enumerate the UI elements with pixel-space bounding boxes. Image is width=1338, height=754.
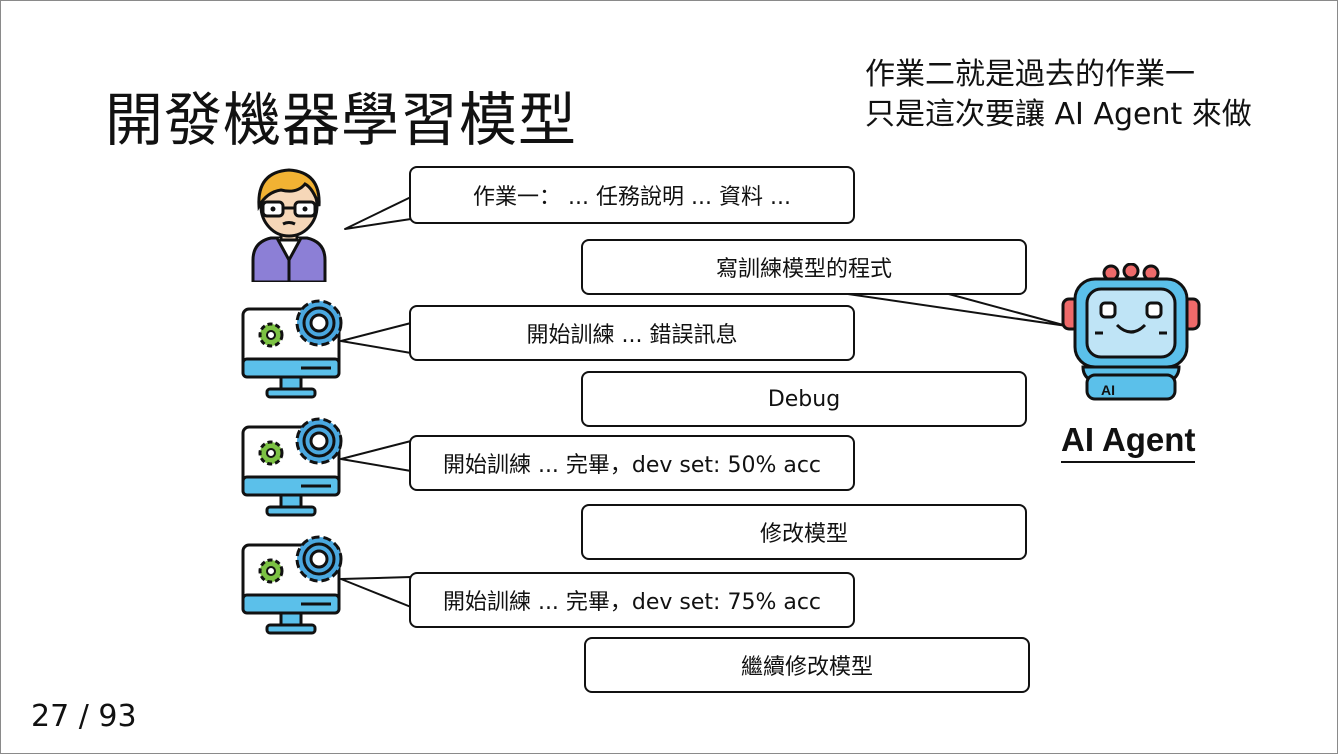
robot-chest-text: AI [1101,382,1115,398]
slide-note: 作業二就是過去的作業一 只是這次要讓 AI Agent 來做 [865,55,1252,135]
slide-title: 開發機器學習模型 [105,86,578,154]
computer-gears-icon [241,417,343,517]
student-icon [251,168,327,282]
bubble-debug: Debug [581,371,1027,427]
bubble-write-code: 寫訓練模型的程式 [581,239,1027,295]
bubble-continue: 繼續修改模型 [584,637,1030,693]
note-line-2: 只是這次要讓 AI Agent 來做 [865,97,1252,132]
note-line-1: 作業二就是過去的作業一 [865,57,1195,92]
computer-gears-icon [241,299,343,399]
agent-label: AI Agent [1061,421,1196,463]
bubble-modify: 修改模型 [581,504,1027,560]
bubble-homework: 作業一： ... 任務說明 ... 資料 ... [409,166,855,224]
computer-gears-icon [241,535,343,635]
page-number: 27 / 93 [31,699,137,734]
bubble-result-1: 開始訓練 ... 完畢，dev set: 50% acc [409,435,855,491]
robot-icon: AI [1061,263,1201,401]
bubble-result-2: 開始訓練 ... 完畢，dev set: 75% acc [409,572,855,628]
bubble-error: 開始訓練 ... 錯誤訊息 [409,305,855,361]
